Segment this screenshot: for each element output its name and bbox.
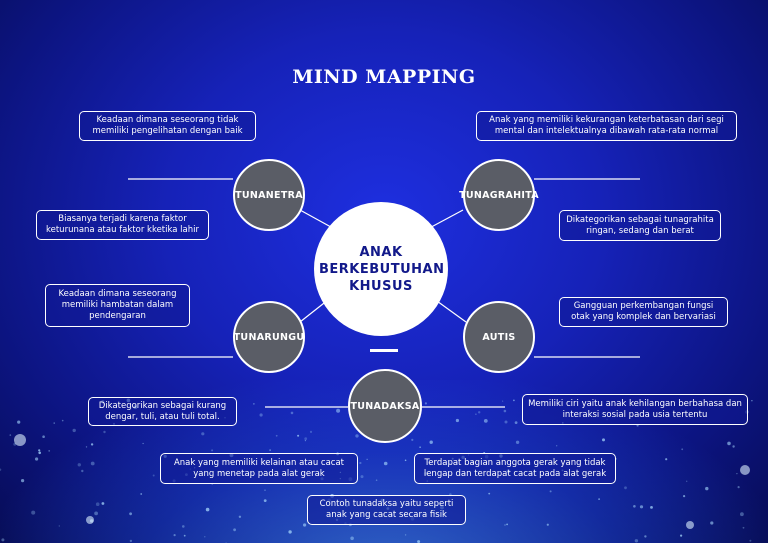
box-text: Keadaan dimana seseorang memiliki hambat… [58,289,177,321]
box-text: Dikategorikan sebagai kurang dengar, tul… [98,400,227,422]
box-tunagrahita-category: Dikategorikan sebagai tunagrahita ringan… [559,210,721,241]
box-tunadaksa-definition: Anak yang memiliki kelainan atau cacat y… [160,453,358,484]
box-text: Anak yang memiliki kelainan atau cacat y… [173,457,345,479]
box-autis-characteristic: Memiliki ciri yaitu anak kehilangan berb… [522,394,748,425]
box-text: Anak yang memiliki kekurangan keterbatas… [489,115,724,136]
box-text: Memiliki ciri yaitu anak kehilangan berb… [528,398,742,420]
separator-dash [370,349,398,352]
box-text: Gangguan perkembangan fungsi otak yang k… [571,301,716,322]
node-label-tunadaksa: TUNADAKSA [350,400,420,412]
page-title: MIND MAPPING [292,66,476,88]
box-text: Biasanya terjadi karena faktor keturunan… [46,214,199,235]
box-tunadaksa-description: Terdapat bagian anggota gerak yang tidak… [414,453,616,484]
node-label-tunarungu: TUNARUNGU [233,331,305,343]
center-label: ANAK BERKEBUTUHAN KHUSUS [319,244,445,294]
node-tunagrahita: TUNAGRAHITA [459,159,539,231]
box-tunagrahita-definition: Anak yang memiliki kekurangan keterbatas… [476,111,737,141]
box-tunanetra-cause: Biasanya terjadi karena faktor keturunan… [36,210,209,240]
node-tunarungu: TUNARUNGU [233,301,305,373]
box-text: Keadaan dimana seseorang tidak memiliki … [92,115,243,136]
node-label-tunagrahita: TUNAGRAHITA [459,189,539,201]
node-autis: AUTIS [463,301,535,373]
box-text: Dikategorikan sebagai tunagrahita ringan… [566,214,714,236]
node-tunanetra: TUNANETRA [233,159,305,231]
center-node: ANAK BERKEBUTUHAN KHUSUS [314,202,448,336]
box-text: Contoh tunadaksa yaitu seperti anak yang… [319,499,454,520]
box-tunanetra-definition: Keadaan dimana seseorang tidak memiliki … [79,111,256,141]
box-text: Terdapat bagian anggota gerak yang tidak… [423,457,607,479]
node-tunadaksa: TUNADAKSA [348,369,422,443]
node-label-tunanetra: TUNANETRA [235,189,303,201]
box-tunarungu-definition: Keadaan dimana seseorang memiliki hambat… [45,284,190,327]
box-tunadaksa-example: Contoh tunadaksa yaitu seperti anak yang… [307,495,466,525]
box-autis-definition: Gangguan perkembangan fungsi otak yang k… [559,297,728,327]
node-label-autis: AUTIS [482,331,516,343]
box-tunarungu-category: Dikategorikan sebagai kurang dengar, tul… [88,397,237,426]
